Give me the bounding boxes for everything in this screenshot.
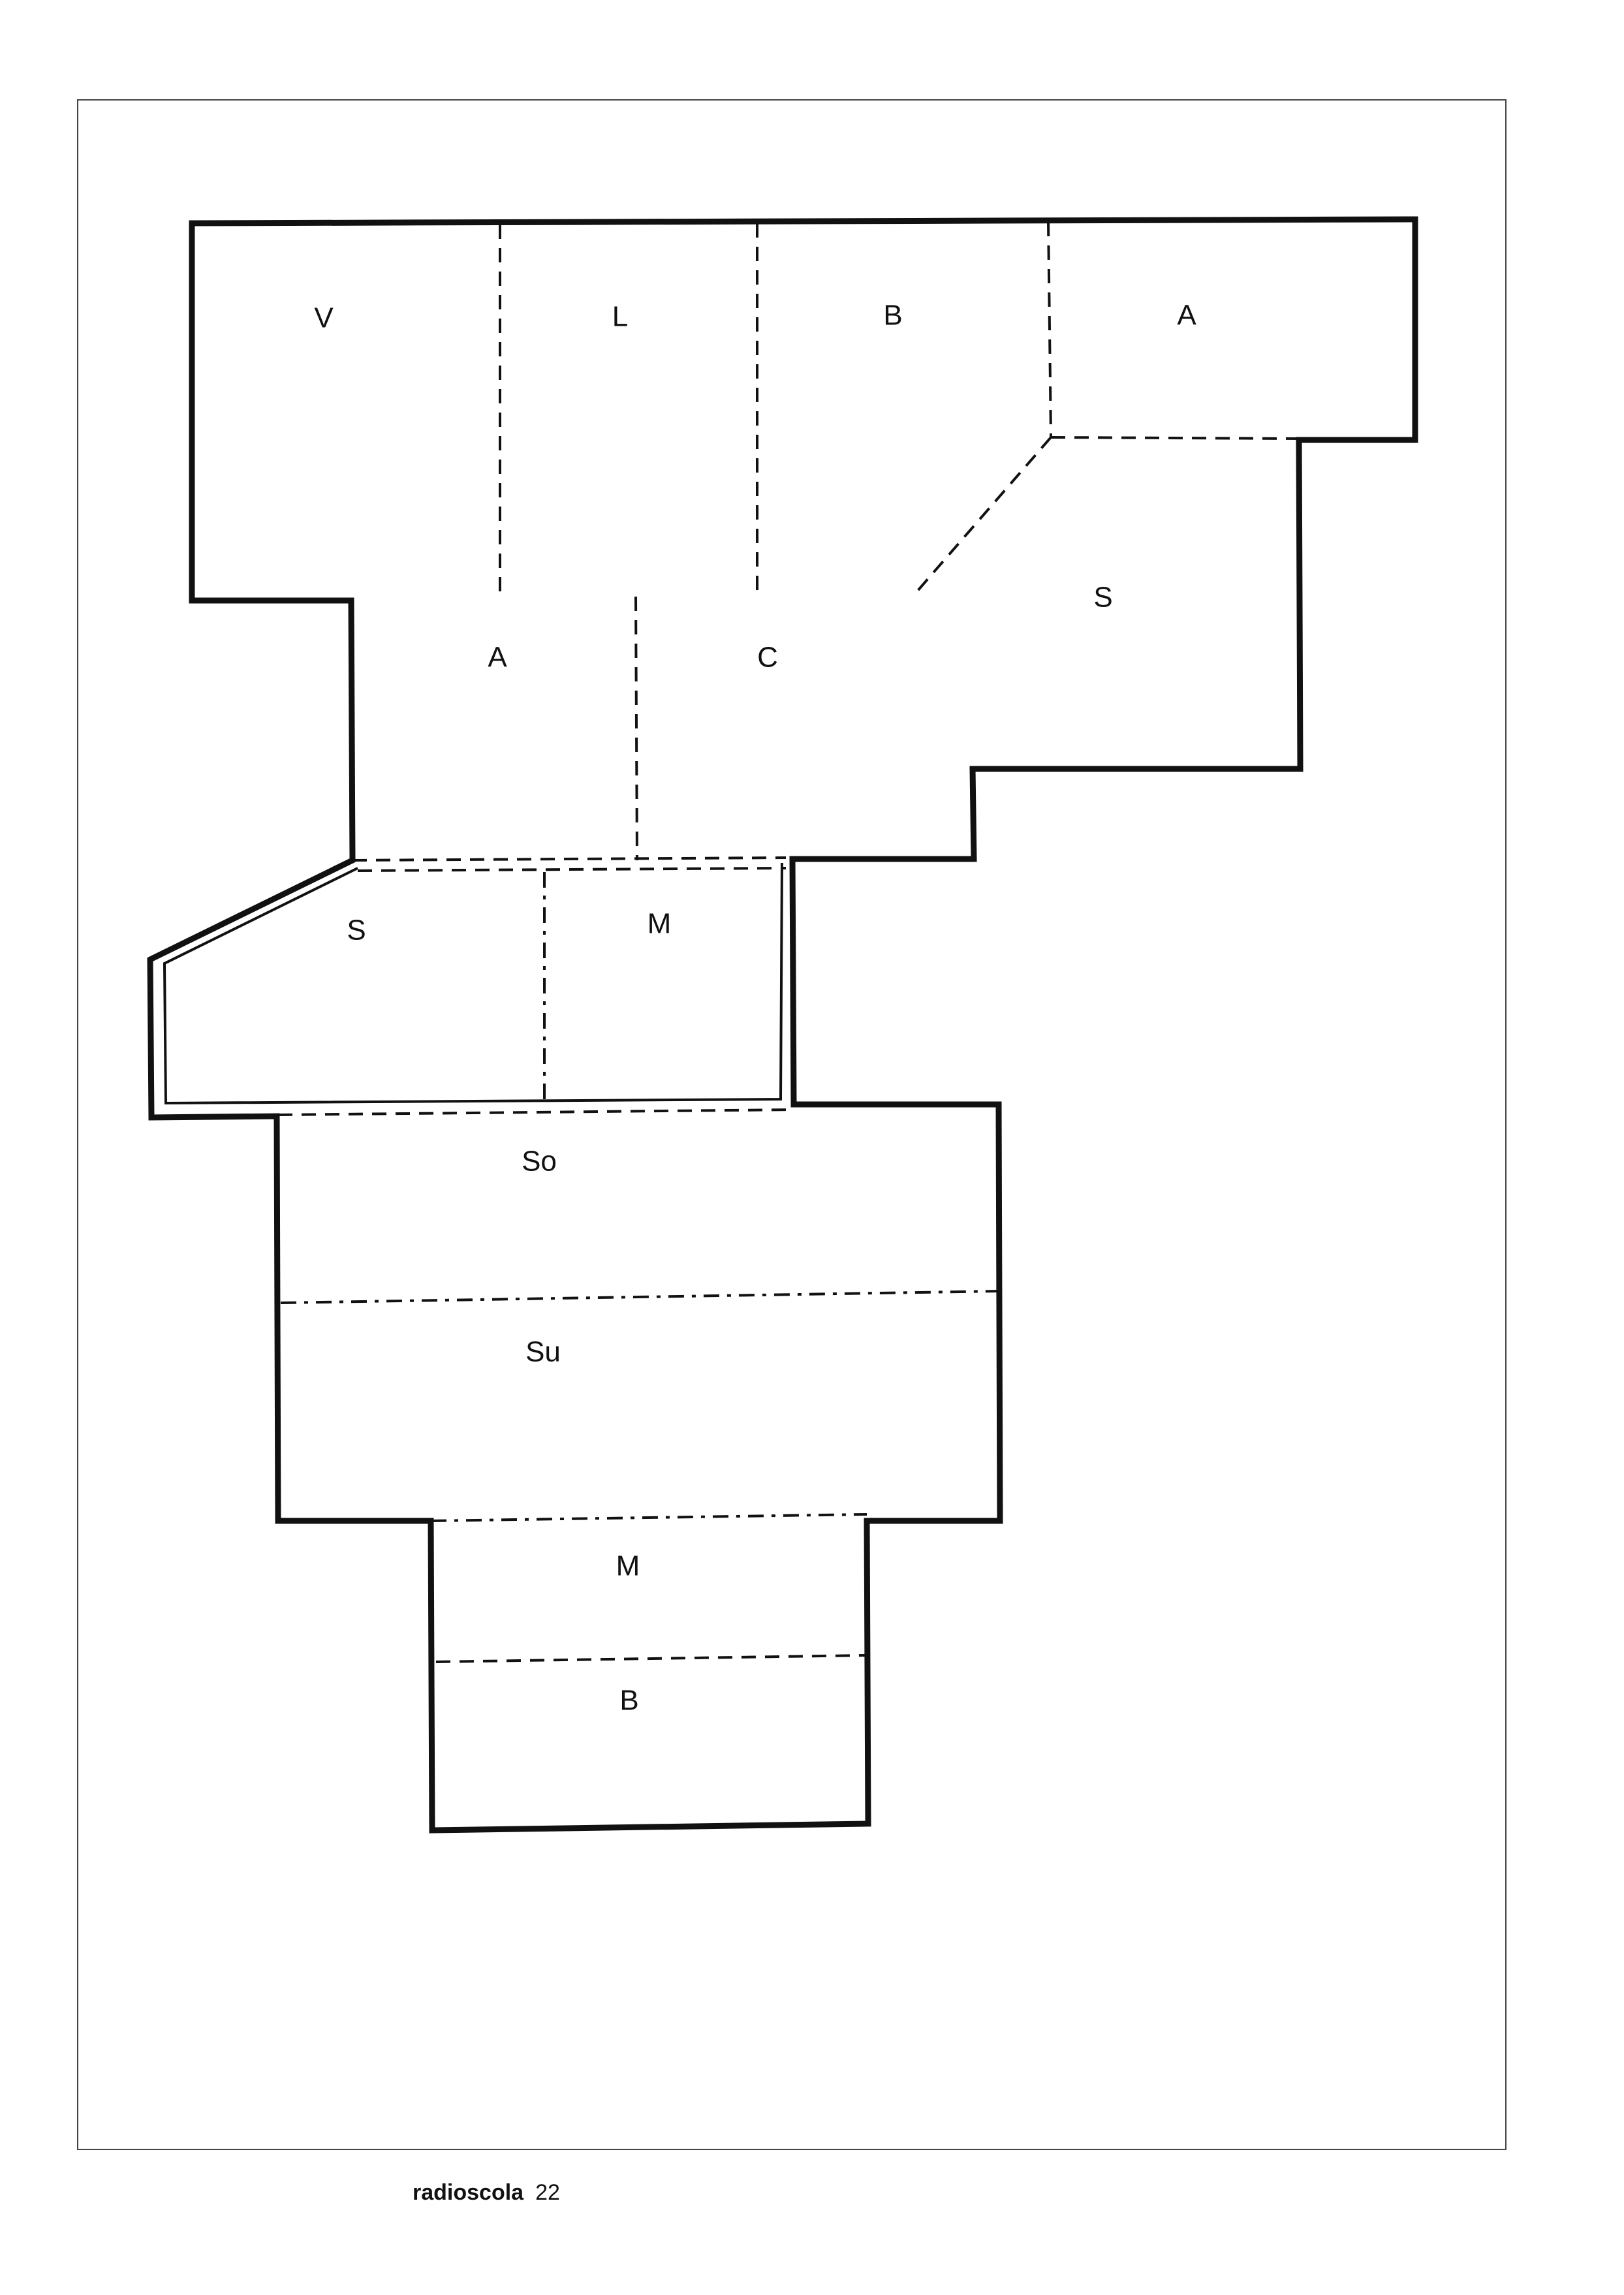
label-left-m: M bbox=[648, 908, 672, 940]
label-su: Su bbox=[525, 1336, 561, 1368]
label-top-v: V bbox=[314, 302, 334, 334]
label-mid-a: A bbox=[488, 642, 507, 674]
label-right-s: S bbox=[1093, 582, 1112, 614]
label-top-a: A bbox=[1177, 300, 1196, 332]
fold-mid-bottom-2 bbox=[357, 867, 787, 872]
publication-name: radioscola bbox=[413, 2180, 524, 2205]
label-top-l: L bbox=[612, 301, 628, 333]
fold-so-su bbox=[280, 1290, 999, 1304]
label-bottom-b: B bbox=[619, 1685, 638, 1717]
label-top-b: B bbox=[883, 300, 902, 332]
label-mid-c: C bbox=[757, 642, 778, 674]
fold-m-b bbox=[435, 1654, 866, 1663]
label-bottom-m: M bbox=[616, 1550, 640, 1582]
label-left-s: S bbox=[347, 914, 366, 946]
fold-mid bbox=[634, 596, 638, 861]
fold-mid-bottom-1 bbox=[352, 856, 787, 862]
fold-top-3 bbox=[1047, 221, 1052, 438]
fold-right-a bbox=[1050, 436, 1300, 440]
outline bbox=[147, 216, 1418, 1834]
fold-diag bbox=[911, 436, 1052, 598]
label-so: So bbox=[522, 1146, 557, 1178]
fold-su-m bbox=[430, 1513, 867, 1522]
flap-inner-outline bbox=[163, 862, 783, 1105]
fold-flap-bottom bbox=[277, 1108, 793, 1116]
page-frame bbox=[77, 99, 1507, 2150]
page-number: 22 bbox=[535, 2180, 560, 2205]
page-footer: radioscola 22 bbox=[413, 2180, 560, 2206]
